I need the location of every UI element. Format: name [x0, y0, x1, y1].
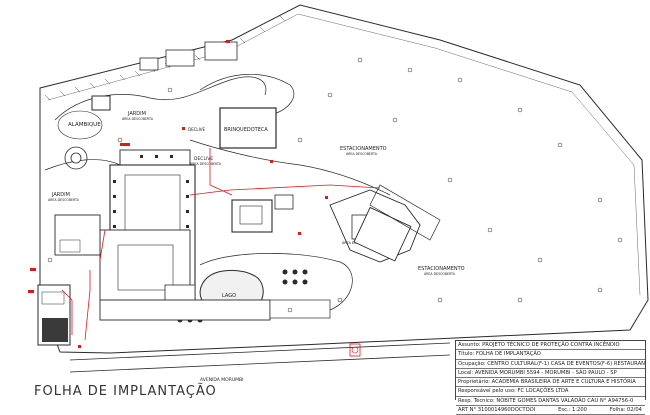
lower-annex: [269, 299, 331, 319]
alambique-building: [91, 95, 111, 111]
alambique-area: [57, 110, 103, 140]
outbuilding: [165, 49, 195, 67]
title-block-footer: ART N° 3100014960DOCTOOI Esc.: 1:200 Fol…: [456, 406, 645, 415]
label-declive: DECLIVE: [188, 127, 206, 132]
title-block-proprietario: Proprietário: ACADEMIA BRASILEIRA DE ART…: [456, 378, 645, 388]
label-street: AVENIDA MORUMBI: [200, 377, 243, 383]
label-brinquedoteca: BRINQUEDOTECA: [224, 127, 268, 133]
title-block-resp-tecnico: Resp. Técnico: NOBITE GOMES DANTAS VALAD…: [456, 397, 645, 407]
street-edge: [69, 342, 451, 361]
title-block-titulo: Título: FOLHA DE IMPLANTAÇÃO: [456, 350, 645, 360]
label-alambique: ALAMBIQUE: [68, 122, 101, 128]
garden-path: [44, 159, 121, 171]
label-area-descoberta-3: ÁREA DESCOBERTA: [190, 161, 222, 166]
title-block: Assunto: PROJETO TÉCNICO DE PROTEÇÃO CON…: [455, 340, 646, 415]
left-wing-room: [59, 239, 81, 253]
courtyard-annex: [274, 194, 294, 210]
label-area-descoberta-2: ÁREA DESCOBERTA: [48, 197, 80, 202]
label-jardim: JARDIM: [127, 111, 146, 117]
outbuilding: [204, 41, 238, 61]
label-area-descoberta: ÁREA DESCOBERTA: [122, 116, 154, 121]
label-declive-2: DECLIVE: [194, 156, 213, 162]
outbuilding: [139, 57, 159, 71]
courtyard-inner: [239, 205, 263, 225]
property-boundary: [39, 4, 649, 354]
garden-path: [189, 139, 391, 196]
column-grid: [113, 155, 189, 228]
title-block-folha: Folha: 02/04: [609, 407, 642, 414]
label-estacionamento-2: ESTACIONAMENTO: [418, 266, 465, 272]
label-area-descoberta-4: ÁREA DESCOBERTA: [346, 151, 378, 156]
label-jardim-2: JARDIM: [51, 192, 70, 198]
lower-building: [99, 299, 271, 321]
trees: [47, 57, 623, 313]
fire-markers: [28, 40, 328, 348]
garden-path: [199, 73, 295, 116]
label-estacionamento-1: ESTACIONAMENTO: [340, 146, 387, 152]
left-block-dark: [42, 318, 68, 342]
label-lago: LAGO: [222, 293, 236, 299]
extinguisher-marker: [349, 343, 361, 357]
left-block-room: [41, 291, 65, 305]
sports-area-outline: [329, 189, 421, 263]
title-block-art: ART N° 3100014960DOCTOOI: [458, 407, 536, 414]
title-block-ocupacao: Ocupação: CENTRO CULTURAL(F-1) CASA DE E…: [456, 360, 645, 369]
site-plan-drawing: ALAMBIQUE JARDIM ÁREA DESCOBERTA JARDIM …: [28, 4, 649, 383]
title-block-responsavel: Responsável pelo uso: FC LOCAÇÕES LTDA: [456, 387, 645, 397]
street-edge-2: [69, 354, 451, 373]
title-block-local: Local: AVENIDA MORUMBI 5594 - MORUMBI - …: [456, 369, 645, 379]
title-block-assunto: Assunto: PROJETO TÉCNICO DE PROTEÇÃO CON…: [456, 341, 645, 351]
brinquedoteca-building: [219, 107, 277, 149]
fountain-inner: [70, 152, 82, 164]
slope-hatch: [44, 15, 286, 101]
sheet-title: FOLHA DE IMPLANTAÇÃO: [34, 384, 217, 399]
title-block-escala: Esc.: 1:200: [558, 407, 587, 414]
main-building: [99, 149, 196, 316]
label-area-descoberta-5: ÁREA DESCOBERTA: [424, 271, 456, 276]
fountain: [64, 146, 88, 170]
fire-route: [61, 148, 381, 341]
parking-ramp: [369, 184, 441, 241]
